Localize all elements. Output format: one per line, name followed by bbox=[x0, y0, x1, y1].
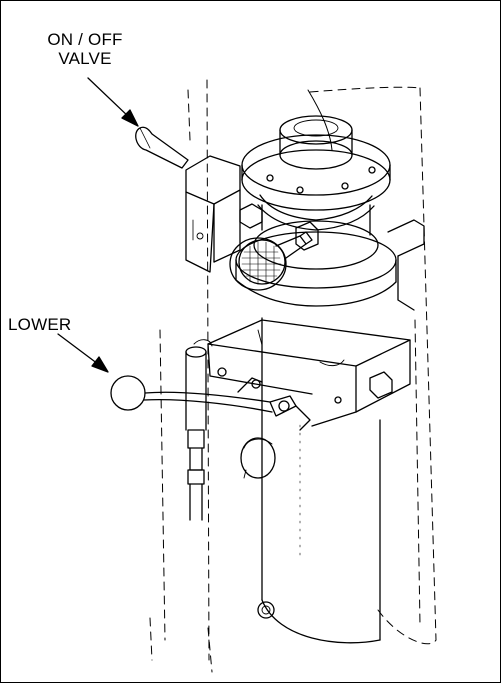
callout-arrow-lower bbox=[57, 333, 109, 373]
left-hose bbox=[185, 339, 213, 521]
hydraulic-fittings bbox=[239, 203, 319, 251]
manifold-fitting-right bbox=[369, 371, 393, 399]
filler-cap bbox=[279, 115, 353, 170]
lower-label: LOWER bbox=[8, 315, 72, 334]
on-off-valve-label: ON / OFF VALVE bbox=[30, 30, 140, 68]
callout-arrow-on-off-valve bbox=[87, 77, 139, 127]
on-off-valve-label-line1: ON / OFF bbox=[47, 30, 123, 49]
reservoir-tank bbox=[257, 317, 381, 644]
background-column-left bbox=[149, 79, 213, 673]
on-off-valve-handle bbox=[135, 126, 189, 169]
background-panel-right bbox=[309, 86, 437, 645]
right-bracket bbox=[387, 219, 425, 311]
manifold-block bbox=[207, 319, 411, 427]
pressure-gauge bbox=[229, 231, 313, 291]
background-panel-edge bbox=[307, 89, 333, 151]
on-off-valve-label-line2: VALVE bbox=[58, 49, 112, 68]
motor-flange bbox=[235, 134, 397, 307]
tank-knob bbox=[240, 437, 276, 479]
lower-lever bbox=[110, 375, 311, 431]
